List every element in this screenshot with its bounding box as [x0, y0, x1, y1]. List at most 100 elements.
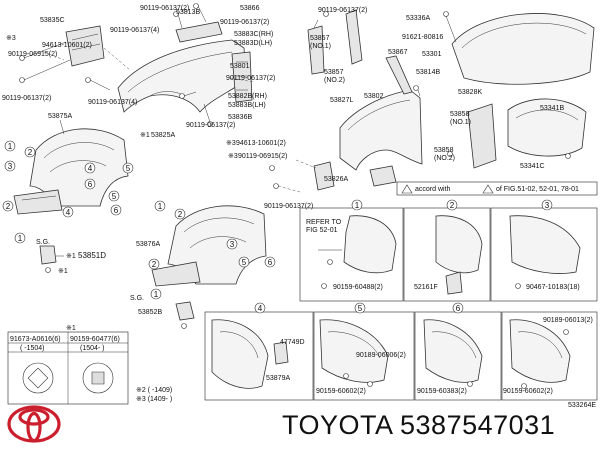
svg-text:4: 4 [88, 164, 93, 173]
brand-caption: TOYOTA 5387547031 [282, 410, 556, 440]
part-label: 90119-06137(2) [318, 7, 367, 14]
front-fender-right [339, 89, 423, 171]
part-label: 53835C [40, 17, 65, 24]
svg-text:2: 2 [178, 210, 183, 219]
part-label: 53876A [136, 241, 160, 248]
svg-text:5: 5 [358, 304, 363, 313]
fender-liner-inner-right [467, 103, 497, 169]
screw-icon [269, 165, 275, 171]
detail-box-6: 6 [414, 302, 502, 401]
part-label: 90119-06137(2) [2, 95, 51, 102]
part-label: 90119-06137(2) [264, 203, 313, 210]
fender-side-bracket [231, 51, 253, 103]
svg-text:2: 2 [450, 201, 455, 210]
part-label: ※3 [226, 140, 236, 147]
liner-lower-bracket-center [151, 261, 201, 287]
screw-icon [193, 3, 199, 9]
note-text: REFER TO [306, 219, 342, 226]
svg-text:5: 5 [126, 164, 131, 173]
part-label: 53858 [450, 111, 470, 118]
part-label: 53857 [310, 35, 330, 42]
svg-text:1: 1 [8, 142, 13, 151]
svg-text:5: 5 [242, 258, 247, 267]
part-label: 53341B [540, 105, 564, 112]
part-label: 91621-80816 [402, 34, 443, 41]
part-label: 52161F [414, 284, 438, 291]
part-label: ※1 [66, 253, 76, 260]
part-label: ※3 [6, 35, 16, 42]
part-label: 53802 [364, 93, 384, 100]
part-label: 90119-06137(2) [140, 5, 189, 12]
part-label: 53341C [520, 163, 545, 170]
note-text: FIG 52-01 [306, 227, 338, 234]
part-label: (NO.2) [324, 77, 345, 84]
svg-text:1: 1 [355, 201, 360, 210]
part-label: 53867 [388, 49, 408, 56]
part-label: 90119-06137(2) [226, 75, 275, 82]
legend-text: ※2 ( -1409) [136, 387, 172, 394]
clip-icon [327, 259, 333, 265]
svg-text:5: 5 [112, 192, 117, 201]
diagram-code: 533264E [568, 402, 596, 409]
svg-text:2: 2 [6, 202, 11, 211]
part-label: 90119-06915(2) [8, 51, 57, 58]
part-label: 53827L [330, 97, 353, 104]
svg-text:3: 3 [8, 162, 13, 171]
screw-icon [273, 183, 279, 189]
part-label: 90189-06013(2) [543, 317, 593, 324]
svg-text:3: 3 [545, 201, 550, 210]
fender-left-assembly [19, 3, 255, 127]
part-label: ※1 [140, 132, 150, 139]
part-label: 90159-60602(2) [503, 388, 553, 395]
part-label: 53825A [151, 132, 175, 139]
detail-box-4: 4 [204, 302, 314, 401]
part-label: 53852B [138, 309, 162, 316]
clip-icon [45, 267, 51, 273]
svg-text:6: 6 [88, 180, 93, 189]
screw-icon [173, 11, 179, 17]
part-label: 90119-06137(4) [88, 99, 137, 106]
part-label: 53836B [228, 114, 252, 121]
svg-text:1: 1 [18, 234, 23, 243]
clip-icon [343, 373, 349, 379]
screw-icon [179, 93, 185, 99]
legend-text: ※3 (1409- ) [136, 396, 172, 403]
part-label: 91673-A0616(6) [10, 336, 61, 343]
part-label: S.G. [36, 239, 50, 246]
part-label: 90159-60602(2) [316, 388, 366, 395]
detail-box-5: 5 [313, 302, 415, 401]
part-label: 53851D [78, 251, 106, 260]
clip-icon [413, 85, 419, 91]
note-text: of FIG.51-02, 52-01, 78-01 [496, 186, 579, 193]
liner-lower-bracket [13, 189, 63, 215]
fastener-table [7, 331, 129, 405]
svg-text:1: 1 [154, 290, 159, 299]
part-label: 94613-10601(2) [236, 140, 286, 147]
note-text: accord with [415, 186, 451, 193]
part-label: ( -1504) [20, 345, 45, 352]
clip-icon [521, 383, 527, 389]
clip-icon [563, 329, 569, 335]
fender-bracket-lower-right [369, 165, 397, 187]
part-label: 90467-10183(18) [526, 284, 580, 291]
svg-text:2: 2 [152, 260, 157, 269]
fender-bracket-right [307, 25, 325, 75]
part-label: 53828K [458, 89, 482, 96]
detail-box-7 [501, 311, 598, 401]
svg-text:1: 1 [158, 202, 163, 211]
clip-icon [443, 11, 449, 17]
svg-text:2: 2 [28, 148, 33, 157]
stone-guard-center [175, 301, 195, 329]
part-label: 53301 [422, 51, 442, 58]
clip-icon [367, 381, 373, 387]
clip-icon [323, 11, 329, 17]
toyota-logo-icon [7, 405, 61, 443]
part-label: (NO.1) [310, 43, 331, 50]
fender-bracket-front [65, 25, 105, 67]
fender-seal-upper [345, 9, 363, 65]
part-label: 53879A [266, 375, 290, 382]
part-label: 53875A [48, 113, 72, 120]
part-label: 94613-10601(2) [42, 42, 92, 49]
svg-text:3: 3 [230, 240, 235, 249]
